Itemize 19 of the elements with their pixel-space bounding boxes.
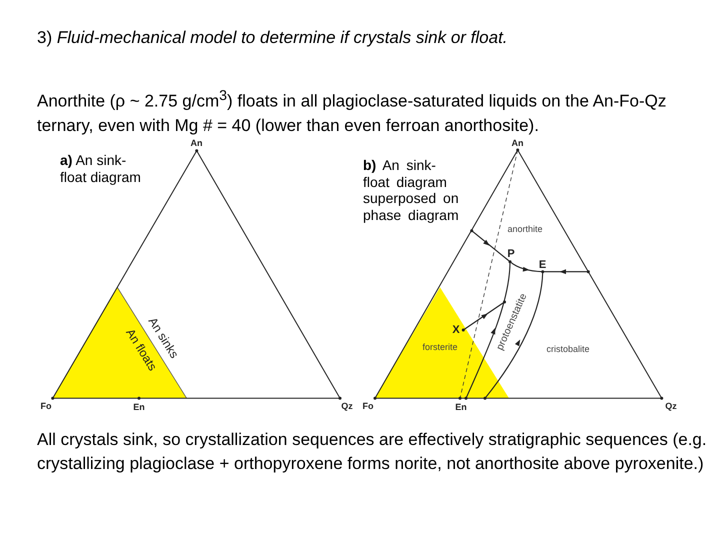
vertex-label: An — [190, 138, 202, 148]
slide-title: 3) Fluid-mechanical model to determine if crystals sink or float. — [37, 27, 509, 49]
field-label: forsterite — [422, 343, 458, 353]
panel-heading: b) An sink-float diagram superposed on phase diagram — [363, 157, 459, 223]
body-text: Anorthite (ρ ~ 2.75 g/cm$^{3}$) floats in all plagioclase-saturated liquids on the An-Fo-Qz ternary, even with Mg # = 40 (lower than even ferroan anorthosite). — [37, 87, 668, 137]
vertex-label: Qz — [665, 401, 677, 411]
field-label: cristobalite — [546, 345, 590, 355]
vertex-label: Fo — [362, 401, 374, 411]
panel-heading: a) An sink-float diagram — [60, 152, 142, 185]
caption-text: All crystals sink, so crystallization sequences are effectively stratigraphic sequences (e.g. crystallizing plagioclase + orthopyroxene forms norite, not anorthosite above pyroxenite.) — [37, 429, 707, 475]
vertex-label: Fo — [40, 401, 52, 411]
vertex-label: En — [455, 402, 467, 412]
point-label: P — [507, 248, 515, 260]
vertex-label: Qz — [341, 401, 353, 411]
point-label: X — [452, 324, 460, 336]
field-label: anorthite — [507, 225, 543, 235]
vertex-label: An — [512, 138, 524, 148]
point-label: E — [538, 259, 546, 271]
vertex-label: En — [133, 402, 145, 412]
